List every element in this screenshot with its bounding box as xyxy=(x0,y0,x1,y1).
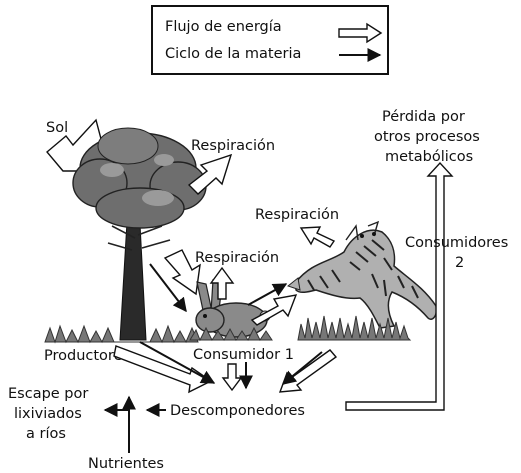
nutrients-label: Nutrientes xyxy=(88,456,164,472)
consumer1-label: Consumidor 1 xyxy=(193,347,294,363)
consumer1-to-decomposer-energy-arrow-icon xyxy=(221,363,243,392)
legend-energy-arrow-icon xyxy=(338,22,383,44)
tiger-consumer-icon xyxy=(286,220,438,329)
consumers2-label-line2: 2 xyxy=(455,255,464,271)
rabbit-consumer-icon xyxy=(189,279,273,342)
consumer1-to-consumer2-energy-arrow-icon xyxy=(250,294,298,326)
legend-matter-cycle-label: Ciclo de la materia xyxy=(165,46,301,62)
leaching-label-line3: a ríos xyxy=(26,426,66,442)
decomposers-label: Descomponedores xyxy=(170,403,305,419)
legend-energy-flow-label: Flujo de energía xyxy=(165,19,282,35)
consumer2-to-decomposer-matter-arrow-icon xyxy=(281,351,323,385)
tree-respiration-label: Respiración xyxy=(191,138,275,154)
metabolic-loss-energy-arrow-icon xyxy=(345,161,454,411)
metabolic-loss-label-line3: metabólicos xyxy=(385,149,473,165)
metabolic-loss-label-line1: Pérdida por xyxy=(382,109,465,125)
producer-to-consumer1-matter-arrow-icon xyxy=(149,263,187,313)
consumer2-respiration-arrow-icon xyxy=(299,226,336,248)
producer-grass-icon xyxy=(44,324,199,344)
producer-to-decomposer-matter-arrow-icon xyxy=(139,341,216,384)
metabolic-loss-label-line2: otros procesos xyxy=(374,129,480,145)
sun-label: Sol xyxy=(46,120,68,136)
producer-to-decomposer-energy-arrow-icon xyxy=(113,345,213,394)
consumer1-to-consumer2-matter-arrow-icon xyxy=(247,283,288,306)
leaching-label-line2: lixiviados xyxy=(14,406,82,422)
legend: Flujo de energía Ciclo de la materia xyxy=(151,5,389,75)
tree-respiration-arrow-icon xyxy=(187,153,233,195)
producers-label: Productores xyxy=(44,348,130,364)
producer-to-consumer1-energy-arrow-icon xyxy=(163,249,201,296)
legend-box xyxy=(151,5,389,75)
consumer2-respiration-label: Respiración xyxy=(255,207,339,223)
consumer1-respiration-label: Respiración xyxy=(195,250,279,266)
consumer1-respiration-arrow-icon xyxy=(209,266,235,300)
leaching-label-line1: Escape por xyxy=(8,386,88,402)
consumer2-grass-icon xyxy=(297,315,412,341)
tree-producer-icon xyxy=(72,127,207,341)
consumers2-label-line1: Consumidores xyxy=(405,235,508,251)
